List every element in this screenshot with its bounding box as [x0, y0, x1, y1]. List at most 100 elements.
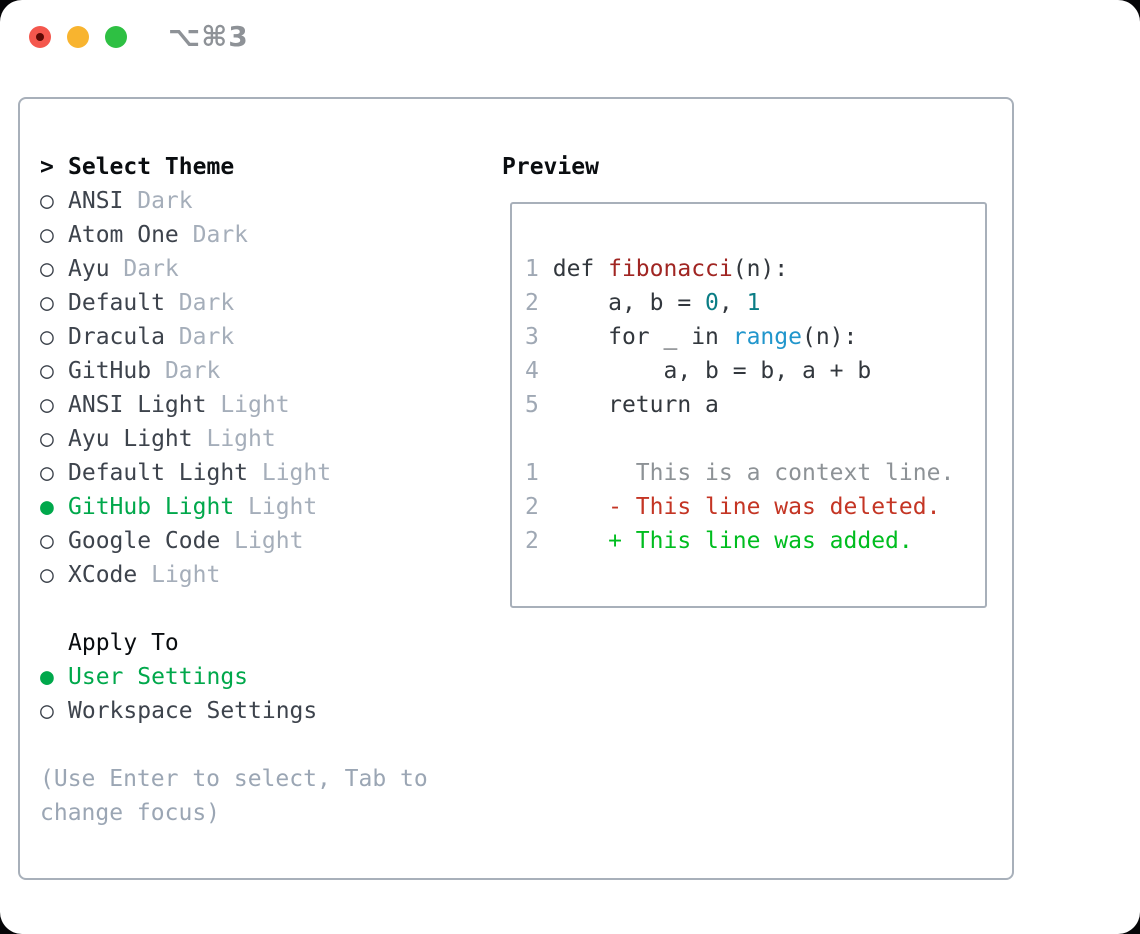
theme-selector-column: > Select Theme ○ ANSI Dark ○ Atom One Dark ○ A… [40, 150, 490, 830]
theme-variant-tag: Light [220, 528, 304, 554]
code-line: 2 - This line was deleted. [525, 490, 985, 524]
code-token: fibonacci [608, 256, 733, 282]
select-theme-header-label: Select Theme [68, 154, 235, 180]
theme-list: ○ ANSI Dark ○ Atom One Dark ○ Ayu Dark ○ Defaul… [40, 184, 490, 592]
radio-icon: ○ [40, 426, 54, 452]
theme-option-google-code[interactable]: ○ Google Code Light [40, 524, 490, 558]
window-title: ⌥⌘3 [168, 20, 249, 53]
theme-variant-tag: Light [234, 494, 318, 520]
theme-option-ansi-light[interactable]: ○ ANSI Light Light [40, 388, 490, 422]
theme-name: Default Light [68, 460, 249, 486]
theme-option-ayu[interactable]: ○ Ayu Dark [40, 252, 490, 286]
code-token: (n): [801, 324, 858, 350]
line-number: 2 [525, 494, 539, 520]
theme-name: Atom One [68, 222, 179, 248]
theme-variant-tag: Dark [151, 358, 221, 384]
apply-to-header-label: Apply To [68, 630, 179, 656]
theme-variant-tag: Dark [164, 290, 235, 316]
apply-option-workspace-settings[interactable]: ○ Workspace Settings [40, 694, 490, 728]
theme-option-github[interactable]: ○ GitHub Dark [40, 354, 490, 388]
code-token: + This line was added. [552, 528, 913, 554]
prompt-indicator: > [40, 154, 54, 180]
theme-name: XCode [68, 562, 138, 588]
theme-option-github-light[interactable]: ● GitHub Light Light [40, 490, 490, 524]
code-token: range [732, 324, 802, 350]
line-number: 1 [525, 256, 539, 282]
theme-variant-tag: Dark [123, 188, 193, 214]
apply-option-user-settings[interactable]: ●User Settings [40, 660, 490, 694]
apply-to-list: ●User Settings ○ Workspace Settings [40, 660, 490, 728]
radio-icon: ○ [40, 256, 54, 282]
radio-icon: ● [40, 664, 54, 690]
theme-name: ANSI Light [68, 392, 207, 418]
code-line: 2 a, b = 0, 1 [525, 286, 985, 320]
code-token: a, b = b, a + b [552, 358, 872, 384]
code-token: (n): [732, 256, 789, 282]
radio-icon: ○ [40, 358, 54, 384]
theme-variant-tag: Light [248, 460, 332, 486]
line-number: 3 [525, 324, 539, 350]
theme-name: Google Code [68, 528, 221, 554]
theme-name: Default [68, 290, 165, 316]
theme-name: Ayu Light [68, 426, 193, 452]
theme-name: Ayu [68, 256, 110, 282]
code-token: , [718, 290, 747, 316]
code-token: This is a context line. [552, 460, 955, 486]
traffic-lights [29, 26, 127, 48]
spacer-row [40, 592, 490, 626]
code-line: 3 for _ in range(n): [525, 320, 985, 354]
theme-name: Dracula [68, 324, 165, 350]
theme-variant-tag: Dark [178, 222, 249, 248]
help-text: (Use Enter to select, Tab to change focu… [40, 766, 428, 826]
theme-variant-tag: Dark [109, 256, 179, 282]
code-line: 2 + This line was added. [525, 524, 985, 558]
spacer-row [40, 728, 490, 762]
radio-icon: ○ [40, 290, 54, 316]
theme-variant-tag: Light [206, 392, 290, 418]
theme-option-dracula[interactable]: ○Dracula Dark [40, 320, 490, 354]
code-token: 0 [705, 290, 719, 316]
theme-option-ansi[interactable]: ○ ANSI Dark [40, 184, 490, 218]
theme-option-xcode[interactable]: ○ XCode Light [40, 558, 490, 592]
theme-option-default[interactable]: ○ Default Dark [40, 286, 490, 320]
traffic-light-minimize-icon[interactable] [67, 26, 89, 48]
code-line: 1 This is a context line. [525, 456, 985, 490]
theme-option-ayu-light[interactable]: ○Ayu Light Light [40, 422, 490, 456]
theme-variant-tag: Light [137, 562, 221, 588]
theme-name: ANSI [68, 188, 124, 214]
theme-settings-panel: > Select Theme ○ ANSI Dark ○ Atom One Dark ○ A… [18, 97, 1014, 880]
apply-to-header: Apply To [40, 626, 490, 660]
code-token: for _ in [552, 324, 733, 350]
code-line: 4 a, b = b, a + b [525, 354, 985, 388]
theme-option-default-light[interactable]: ○ Default Light Light [40, 456, 490, 490]
radio-icon: ○ [40, 698, 54, 724]
radio-icon: ○ [40, 562, 54, 588]
radio-icon: ○ [40, 392, 54, 418]
code-line [525, 422, 985, 456]
theme-name: GitHub Light [68, 494, 235, 520]
radio-icon: ○ [40, 460, 54, 486]
radio-icon: ○ [40, 188, 54, 214]
theme-variant-tag: Dark [164, 324, 235, 350]
code-token: 1 [746, 290, 761, 316]
code-token: a, b = [552, 290, 706, 316]
code-line: 5 return a [525, 388, 985, 422]
line-number: 2 [525, 528, 539, 554]
line-number: 2 [525, 290, 539, 316]
radio-icon: ○ [40, 528, 54, 554]
code-token: - This line was deleted. [552, 494, 941, 520]
theme-option-atom-one[interactable]: ○ Atom One Dark [40, 218, 490, 252]
line-number: 4 [525, 358, 539, 384]
radio-icon: ○ [40, 222, 54, 248]
radio-icon: ● [40, 494, 54, 520]
traffic-light-zoom-icon[interactable] [105, 26, 127, 48]
traffic-light-close-icon[interactable] [29, 26, 51, 48]
apply-option-label: Workspace Settings [68, 698, 318, 724]
theme-name: GitHub [68, 358, 152, 384]
select-theme-header: > Select Theme [40, 150, 490, 184]
line-number: 5 [525, 392, 539, 418]
line-number: 1 [525, 460, 539, 486]
